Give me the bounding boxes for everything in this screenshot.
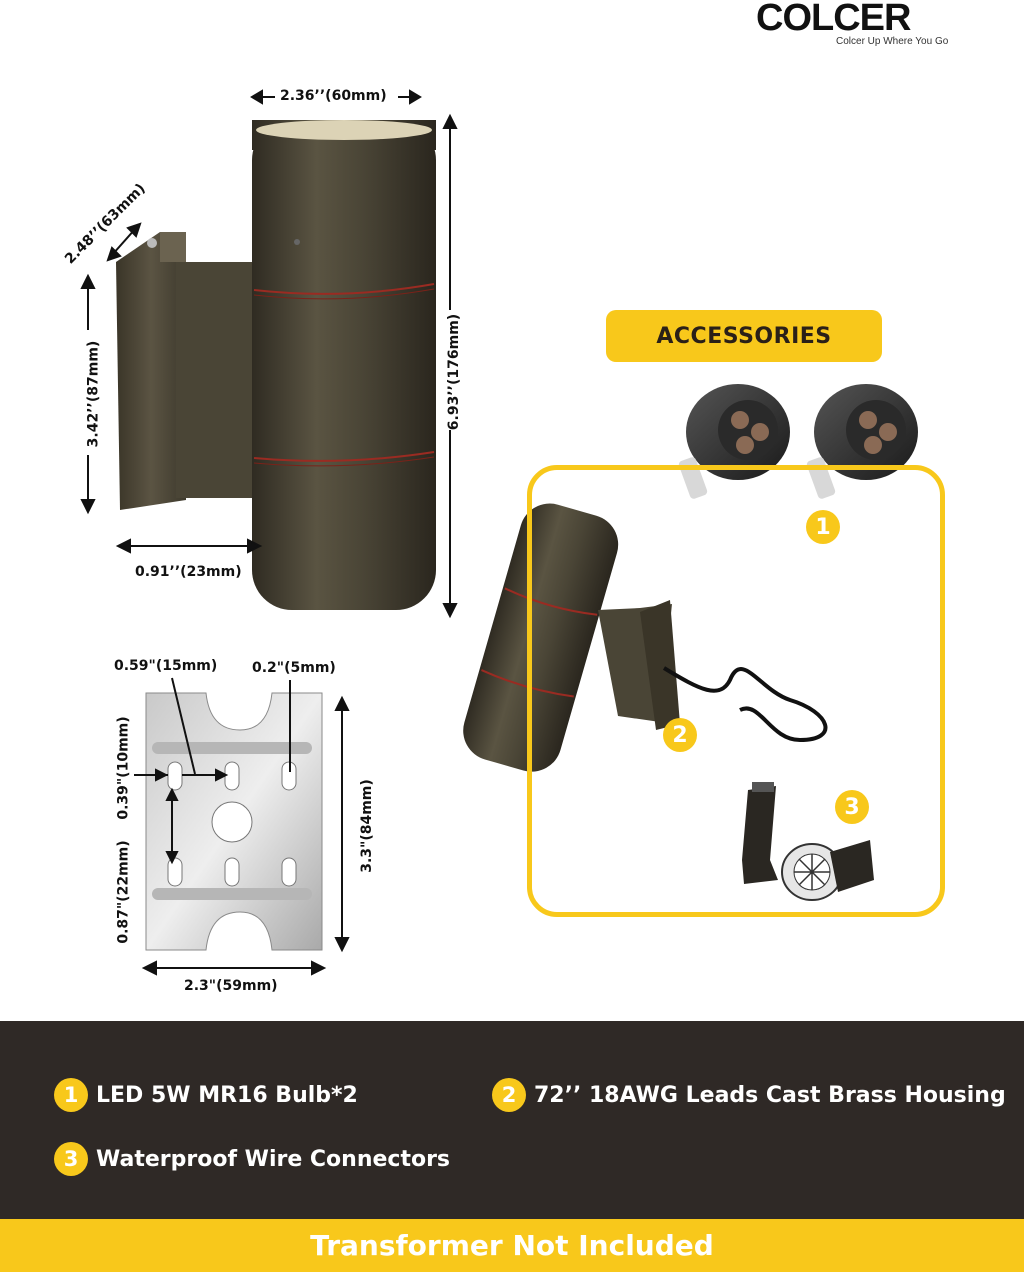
spec-item-2: 2 72’’ 18AWG Leads Cast Brass Housing xyxy=(492,1078,1006,1112)
accessory-badge-3: 3 xyxy=(835,790,869,824)
footer-band: Transformer Not Included xyxy=(0,1219,1024,1272)
spec-text-2: 72’’ 18AWG Leads Cast Brass Housing xyxy=(534,1082,1006,1108)
dim-slot-height: 0.39"(10mm) xyxy=(115,716,132,820)
wire-connectors xyxy=(742,782,874,901)
cylinder-body xyxy=(252,120,436,610)
brand-logo: COLCER Colcer Up Where You Go xyxy=(756,0,956,50)
dim-total-height: 6.93’’(176mm) xyxy=(446,313,463,431)
dim-slot-width: 0.2"(5mm) xyxy=(252,660,336,676)
spec-badge-1: 1 xyxy=(54,1078,88,1112)
spec-item-1: 1 LED 5W MR16 Bulb*2 xyxy=(54,1078,358,1112)
spec-text-3: Waterproof Wire Connectors xyxy=(96,1146,451,1172)
accessories-frame xyxy=(527,465,945,917)
dim-bracket-height: 3.42’’(87mm) xyxy=(85,340,102,448)
footer-text: Transformer Not Included xyxy=(310,1229,714,1262)
mr16-bulbs xyxy=(678,384,918,499)
spec-text-1: LED 5W MR16 Bulb*2 xyxy=(96,1082,358,1108)
dim-hole-spacing: 0.87"(22mm) xyxy=(115,840,132,944)
accessory-light xyxy=(463,503,828,772)
dim-cylinder-width: 2.36’’(60mm) xyxy=(280,88,387,104)
accessories-title: ACCESSORIES xyxy=(656,323,832,349)
plate-dimension-lines xyxy=(134,677,350,976)
accessory-badge-2: 2 xyxy=(663,718,697,752)
spec-badge-2: 2 xyxy=(492,1078,526,1112)
dim-slot-spacing: 0.59"(15mm) xyxy=(114,658,218,674)
dim-plate-width: 2.3"(59mm) xyxy=(184,978,278,994)
spec-badge-3: 3 xyxy=(54,1142,88,1176)
accessory-badge-1: 1 xyxy=(806,510,840,544)
accessories-title-pill: ACCESSORIES xyxy=(606,310,882,362)
dim-standoff: 0.91’’(23mm) xyxy=(135,564,242,580)
dimension-lines xyxy=(80,89,458,619)
dim-plate-height: 3.3"(84mm) xyxy=(358,779,375,873)
spec-band: 1 LED 5W MR16 Bulb*2 2 72’’ 18AWG Leads … xyxy=(0,1021,1024,1219)
bracket-plate xyxy=(116,232,262,510)
brand-tagline: Colcer Up Where You Go xyxy=(836,36,949,47)
spec-item-3: 3 Waterproof Wire Connectors xyxy=(54,1142,450,1176)
brand-name: COLCER xyxy=(756,0,911,39)
